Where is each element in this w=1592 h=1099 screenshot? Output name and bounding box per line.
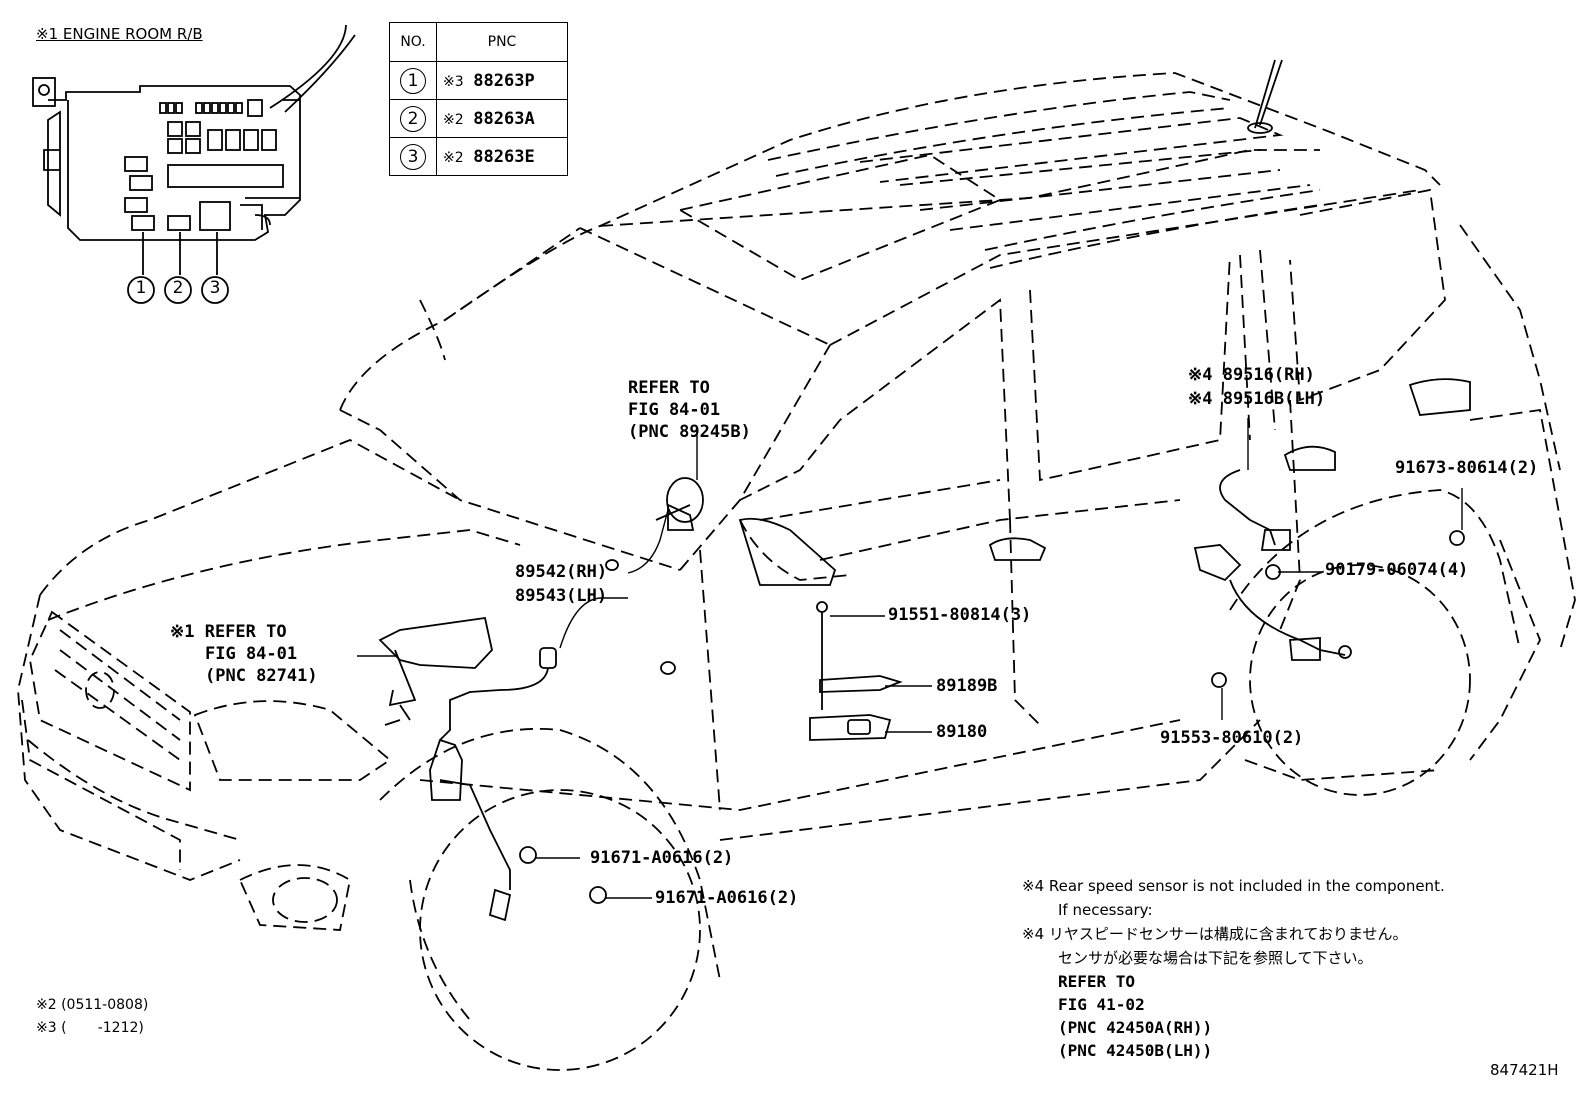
front-speed-sensor-drawing xyxy=(429,738,607,922)
row-pnc: 88263P xyxy=(473,70,535,91)
figure-id: 847421H xyxy=(1490,1061,1559,1079)
refer-top-line-3: (PNC 89245B) xyxy=(628,422,751,442)
row-pnc: 88263E xyxy=(473,146,535,167)
row-mark: ※2 xyxy=(443,111,464,128)
part-89543: 89543(LH) xyxy=(515,586,608,606)
note-4-jp-2: センサが必要な場合は下記を参照して下さい。 xyxy=(1058,949,1373,967)
row-pnc: 88263A xyxy=(473,108,535,129)
part-91673: 91673-80614(2) xyxy=(1395,458,1539,478)
relay-callout-2: 2 xyxy=(172,278,184,298)
part-91551: 91551-80814(3) xyxy=(888,605,1032,625)
part-89180: 89180 xyxy=(936,722,988,742)
vehicle-body-details xyxy=(605,59,1471,675)
part-91671-lower: 91671-A0616(2) xyxy=(655,888,799,908)
note-4-en-2: If necessary: xyxy=(1058,901,1153,919)
note-date-3: ※3 ( -1212) xyxy=(36,1020,144,1036)
row-number: 2 xyxy=(400,105,426,132)
note-refer-3: (PNC 42450A(RH)) xyxy=(1058,1018,1213,1037)
note-date-2: ※2 (0511-0808) xyxy=(36,997,149,1013)
refer-rb-line-1: ※1 REFER TO xyxy=(170,622,287,642)
pnc-table-header: NO. PNC xyxy=(389,22,568,62)
col-pnc-header: PNC xyxy=(436,22,568,62)
note-4-jp-1: ※4 リヤスピードセンサーは構成に含まれておりません。 xyxy=(1022,925,1408,943)
refer-rb-line-3: (PNC 82741) xyxy=(205,666,318,686)
vehicle-body-outline xyxy=(17,72,1576,1071)
part-91671-upper: 91671-A0616(2) xyxy=(590,848,734,868)
part-89542: 89542(RH) xyxy=(515,562,608,582)
yaw-rate-sensor-drawing xyxy=(809,601,903,741)
refer-top-line-2: FIG 84-01 xyxy=(628,400,721,420)
refer-rb-line-2: FIG 84-01 xyxy=(205,644,298,664)
table-row: 3 ※2 88263E xyxy=(389,137,568,176)
part-89516-rh: ※4 89516(RH) xyxy=(1188,365,1315,385)
refer-top-line-1: REFER TO xyxy=(628,378,710,398)
row-mark: ※2 xyxy=(443,149,464,166)
pnc-table: NO. PNC 1 ※3 88263P 2 ※2 88263A 3 ※2 882… xyxy=(389,22,568,176)
part-89189b: 89189B xyxy=(936,676,998,696)
col-no-header: NO. xyxy=(389,22,437,62)
note-refer-1: REFER TO xyxy=(1058,972,1136,991)
table-row: 1 ※3 88263P xyxy=(389,61,568,100)
relay-callout-1: 1 xyxy=(135,278,147,298)
engine-room-title: ※1 ENGINE ROOM R/B xyxy=(36,25,203,43)
relay-callout-3: 3 xyxy=(209,278,221,298)
note-refer-2: FIG 41-02 xyxy=(1058,995,1145,1014)
row-mark: ※3 xyxy=(443,73,464,90)
note-4-en-1: ※4 Rear speed sensor is not included in … xyxy=(1022,877,1445,895)
row-number: 3 xyxy=(400,143,426,170)
part-89516b-lh: ※4 89516B(LH) xyxy=(1188,389,1326,409)
rear-speed-sensor-drawing xyxy=(1193,469,1465,688)
row-number: 1 xyxy=(400,67,426,94)
note-refer-4: (PNC 42450B(LH)) xyxy=(1058,1041,1213,1060)
table-row: 2 ※2 88263A xyxy=(389,99,568,138)
part-91553: 91553-80610(2) xyxy=(1160,728,1304,748)
radar-sensor-drawing xyxy=(378,616,557,741)
leader-lines xyxy=(357,418,1463,899)
engine-room-relay-box-drawing xyxy=(32,24,356,304)
front-airbag-sensor-drawing xyxy=(655,477,704,531)
part-90179: 90179-06074(4) xyxy=(1325,560,1469,580)
